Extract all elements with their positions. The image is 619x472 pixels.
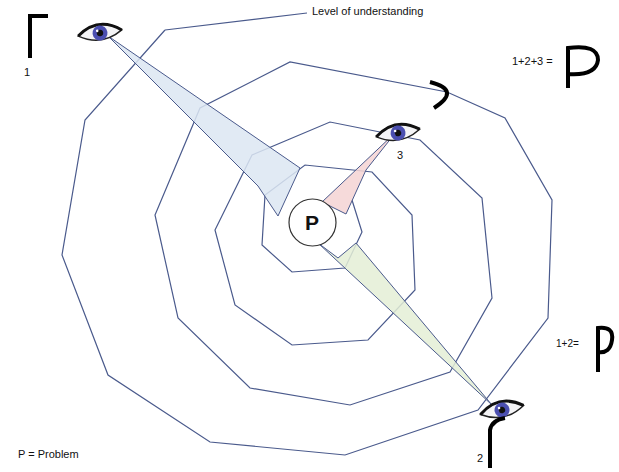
node-text: P (305, 212, 319, 233)
legend-note: P = Problem (18, 448, 79, 460)
leader-line (165, 13, 307, 30)
callout-number: 1 (24, 66, 30, 78)
two-view-glyph (598, 328, 612, 372)
sum-note: 1+2+3 = (512, 55, 553, 67)
partial-view-glyph-2 (490, 418, 505, 468)
whole-view-glyph (568, 47, 598, 88)
view-cone-1 (108, 36, 300, 216)
partial-view-glyph-1 (30, 16, 48, 58)
understanding-spiral (62, 30, 552, 455)
axis-note: Level of understanding (312, 5, 423, 17)
problem-circle: P (288, 198, 337, 247)
callout-number: 3 (397, 149, 403, 161)
view-cone-2 (318, 243, 492, 405)
eye-3 (375, 121, 421, 144)
view-cone-3 (322, 132, 396, 214)
partial-view-glyph-3 (430, 82, 447, 108)
sum-note: 1+2= (556, 338, 579, 349)
callout-number: 2 (477, 452, 483, 464)
eye-1 (77, 22, 123, 44)
